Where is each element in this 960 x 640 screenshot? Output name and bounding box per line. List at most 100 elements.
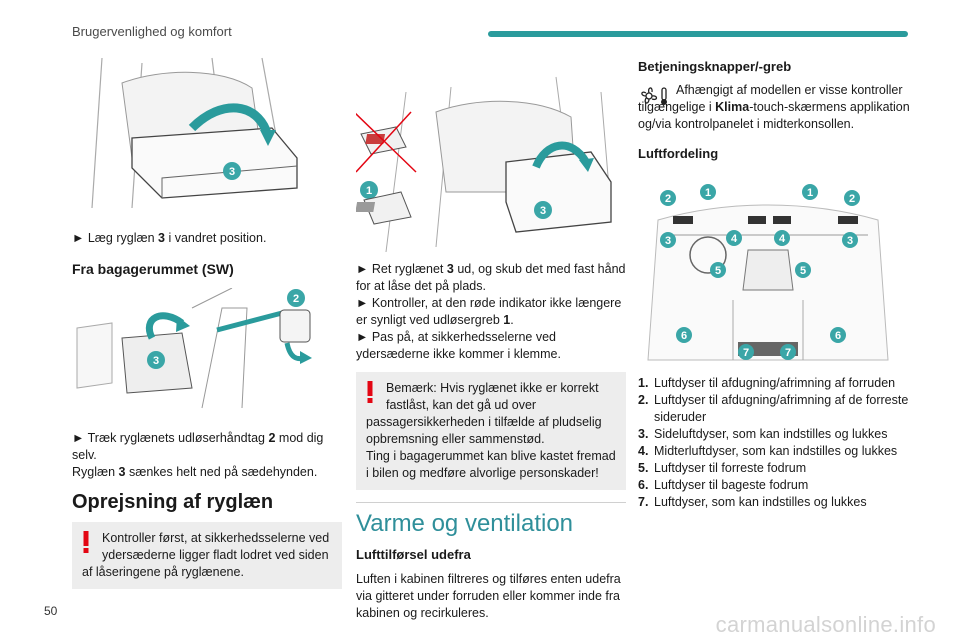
legend-text: Luftdyser, som kan indstilles og lukkes <box>654 495 867 509</box>
figure-label: 1 <box>807 187 813 199</box>
controls-text: Afhængigt af modellen er visse kontrolle… <box>638 82 910 133</box>
figure-air-vents: 1 1 2 2 3 3 4 4 5 5 6 6 7 7 <box>638 180 900 370</box>
figure-label: 6 <box>681 330 687 342</box>
figure-label: 2 <box>665 193 671 205</box>
part-number: 3 <box>158 231 165 245</box>
instruction-seatback-lowers: Ryglæn 3 sænkes helt ned på sædehynden. <box>72 464 342 481</box>
instruction-seatbelts-pinch: ► Pas på, at sikkerhedsselerne ved yders… <box>356 330 561 361</box>
page-header-title: Brugervenlighed og komfort <box>72 24 232 39</box>
instruction-text: ► Kontroller, at den røde indikator ikke… <box>356 296 622 327</box>
instruction-text: mod dig selv. <box>72 431 324 462</box>
legend-item: 4. Midterluftdyser, som kan indstilles og… <box>638 443 910 460</box>
figure-label: 1 <box>366 185 372 197</box>
figure-label: 5 <box>715 265 721 277</box>
instruction-straighten-seatback: ► Ret ryglænet 3 ud, og skub det med fas… <box>356 261 626 295</box>
warning-line: i bilen og medføre alvorlige personskade… <box>366 466 599 480</box>
instruction-pull-lever: ► Træk ryglænets udløserhåndtag 2 mod di… <box>72 430 342 464</box>
figure-label: 1 <box>705 187 711 199</box>
heading-from-trunk: Fra bagagerummet (SW) <box>72 261 234 277</box>
figure-label: 3 <box>153 355 159 367</box>
instruction-text: ud, og skub det med fast hånd for at lås… <box>356 262 626 293</box>
instruction-text: ► Læg ryglæn <box>72 231 159 245</box>
figure-seatback-fold: 3 <box>72 48 302 218</box>
column-2: 3 1 ► Ret ryglænet 3 ud, og skub det med… <box>353 48 626 622</box>
legend-item: 5.Luftdyser til forreste fodrum <box>638 460 910 477</box>
column-3: Betjeningsknapper/-greb Afhængigt af mod… <box>638 48 910 511</box>
warning-line: Kontroller først, at sikkerhedsselerne v… <box>102 531 330 545</box>
legend-item: 1. Luftdyser til afdugning/afrimning af f… <box>638 375 910 392</box>
figure-label: 2 <box>293 293 299 305</box>
part-number: 1 <box>503 313 511 327</box>
instruction-text: i vandret position. <box>164 231 267 245</box>
heading-controls: Betjeningsknapper/-greb <box>638 59 792 74</box>
heading-outside-air: Lufttilførsel udefra <box>356 547 471 562</box>
legend-item: 7. Luftdyser, som kan indstilles og lukke… <box>638 494 910 511</box>
legend-text: Luftdyser til bageste fodrum <box>654 478 809 492</box>
controls-text-bold: Klima <box>715 100 750 114</box>
legend-item: 3. Sideluftdyser, som kan indstilles og l… <box>638 426 910 443</box>
instruction-text: ► Ret ryglænet <box>356 262 447 276</box>
warning-box-seatbelts: Kontroller først, at sikkerhedsselerne v… <box>72 522 342 589</box>
legend-item: 6. Luftdyser til bageste fodrum <box>638 477 910 494</box>
legend-number: 1. <box>638 376 649 390</box>
legend-number: 7. <box>638 495 649 509</box>
legend-item: 2. Luftdyser til afdugning/afrimning af d… <box>638 392 910 426</box>
legend-number: 2. <box>638 393 649 407</box>
warning-line: fastlåst, kan det gå ud over <box>386 398 537 412</box>
climate-fan-icon <box>641 87 667 105</box>
legend-text: Luftdyser til afdugning/afrimning af for… <box>654 376 896 390</box>
warning-text: Bemærk: Hvis ryglænet ikke er korrekt fa… <box>366 380 616 482</box>
legend-number: 6. <box>638 478 649 492</box>
controls-text-part: Afhængigt af modellen er visse kontrolle… <box>638 83 903 114</box>
watermark: carmanualsonline.info <box>715 612 936 637</box>
legend-list: 1. Luftdyser til afdugning/afrimning af f… <box>638 375 910 511</box>
part-number: 2 <box>268 431 276 445</box>
figure-seatback-lock: 3 1 <box>353 72 618 257</box>
section-title-heating: Varme og ventilation <box>356 510 574 537</box>
figure-label: 3 <box>847 235 853 247</box>
figure-label: 5 <box>800 265 806 277</box>
heading-raise-seatback: Oprejsning af ryglæn <box>72 491 274 513</box>
warning-line: opbremsning eller sammenstød. <box>366 432 545 446</box>
page-number: 50 <box>44 604 58 618</box>
section-divider <box>356 502 626 503</box>
warning-line: passagersikkerheden i tilfælde af pludse… <box>366 415 602 429</box>
legend-text: Sideluftdyser, som kan indstilles og luk… <box>654 427 888 441</box>
figure-label: 3 <box>229 166 235 178</box>
instruction-text: ► Træk ryglænets udløserhåndtag <box>72 431 269 445</box>
figure-label: 4 <box>731 233 738 245</box>
figure-label: 3 <box>540 205 546 217</box>
heading-air-distribution: Luftfordeling <box>638 146 719 161</box>
figure-label: 2 <box>849 193 855 205</box>
warning-text: Kontroller først, at sikkerhedsselerne v… <box>82 530 332 581</box>
legend-text: Luftdyser til afdugning/afrimning af de … <box>654 393 909 424</box>
legend-number: 5. <box>638 461 649 475</box>
paragraph-outside-air: Luften i kabinen filtreres og tilføres e… <box>356 572 621 620</box>
warning-line: Bemærk: Hvis ryglænet ikke er korrekt <box>386 381 599 395</box>
figure-label: 7 <box>785 347 791 359</box>
part-number: 3 <box>118 465 126 479</box>
warning-box-locking: Bemærk: Hvis ryglænet ikke er korrekt fa… <box>356 372 626 490</box>
part-number: 3 <box>446 262 454 276</box>
figure-label: 4 <box>779 233 786 245</box>
figure-label: 3 <box>665 235 671 247</box>
legend-number: 4. <box>638 444 649 458</box>
instruction-text: . <box>510 313 514 327</box>
figure-trunk-lever: 2 3 <box>72 287 312 418</box>
instruction-fold-seatback: ► Læg ryglæn 3 i vandret position. <box>72 230 342 247</box>
instruction-check-indicator: ► Kontroller, at den røde indikator ikke… <box>356 295 626 329</box>
column-1: 3 ► Læg ryglæn 3 i vandret position. Fra… <box>72 48 342 589</box>
legend-number: 3. <box>638 427 649 441</box>
figure-label: 7 <box>743 347 749 359</box>
controls-paragraph: Afhængigt af modellen er visse kontrolle… <box>638 82 910 133</box>
warning-line: Ting i bagagerummet kan blive kastet fre… <box>366 449 616 463</box>
instruction-text: Ryglæn <box>72 465 119 479</box>
warning-icon <box>83 531 89 553</box>
controls-text-part: -touch-skærmens applikation og/via kontr… <box>638 100 910 131</box>
warning-icon <box>367 381 373 403</box>
figure-label: 6 <box>835 330 841 342</box>
warning-line: ydersæderne ligger fladt lodret ved side… <box>102 548 329 562</box>
header-accent-bar <box>488 31 908 37</box>
legend-text: Midterluftdyser, som kan indstilles og l… <box>654 444 898 458</box>
warning-line: af låseringene på ryglænene. <box>82 565 244 579</box>
